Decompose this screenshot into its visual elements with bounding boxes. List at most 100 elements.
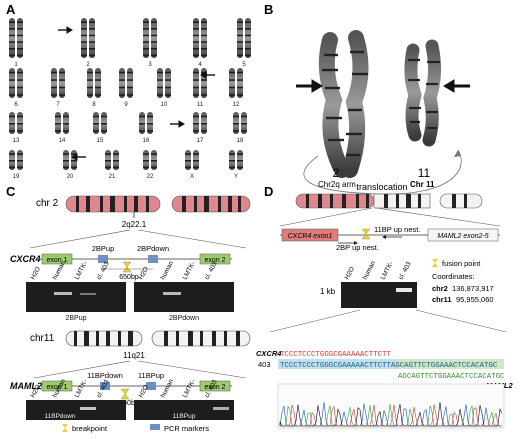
panel-label-b: B bbox=[264, 2, 273, 17]
karyotype-number: 1 bbox=[14, 62, 18, 68]
karyotype-pair-17: 17 bbox=[193, 112, 207, 144]
seq-403: TCCCTCCCTGGGCGAAAAACTTCTTAGCAGTTCTGGAAAC… bbox=[280, 362, 498, 370]
gel-2bpdown-caption: 2BPdown bbox=[169, 315, 199, 322]
maml2-exon-box bbox=[427, 228, 499, 242]
gel-lane-label: human bbox=[160, 378, 176, 399]
gel-lane-label: cl. 403 bbox=[96, 260, 111, 281]
gel-fusion-body bbox=[341, 282, 417, 308]
karyotype-pair-Y: Y bbox=[229, 150, 243, 180]
chr11-fusion-label: Chr 11 bbox=[410, 180, 435, 189]
coord-chr11-label: chr11 bbox=[432, 295, 452, 304]
gel-11bpdown-caption: 11BPdown bbox=[45, 413, 76, 420]
karyotype-number: 18 bbox=[237, 138, 244, 144]
gel-lane-label: cl. 403 bbox=[398, 260, 413, 281]
breakpoint-icon bbox=[122, 261, 132, 273]
gel-2bpup bbox=[26, 282, 126, 312]
gel-lane-label: LMTK- bbox=[380, 260, 395, 281]
gel-11bpup-caption: 11BPup bbox=[173, 413, 196, 420]
karyotype-pair-8: 8 bbox=[87, 68, 101, 108]
karyotype-number: 16 bbox=[143, 138, 150, 144]
marker-1kb: 1 kb bbox=[320, 287, 336, 296]
karyotype-pair-14: 14 bbox=[55, 112, 69, 144]
chr11-ideogram bbox=[65, 330, 251, 347]
chr11-label: chr11 bbox=[30, 333, 55, 344]
chr2q-arm-label: Chr2q arm bbox=[318, 180, 356, 189]
chr2-ideogram bbox=[65, 195, 251, 213]
karyotype-pair-1: 1 bbox=[9, 18, 23, 68]
fusion-chromosome bbox=[295, 193, 483, 209]
gel-lane-label: H2O bbox=[138, 266, 150, 281]
karyotype-number: 7 bbox=[56, 102, 60, 108]
karyotype-pair-18: 18 bbox=[233, 112, 247, 144]
karyotype-number: X bbox=[190, 174, 194, 180]
maml2-exon1 bbox=[41, 380, 73, 392]
amplicon-560bp: 560bp bbox=[119, 400, 139, 407]
karyotype-pair-5: 5 bbox=[237, 18, 251, 68]
chromosome-2-right bbox=[342, 30, 369, 178]
seq-label-cxcr4: CXCR4 bbox=[256, 349, 282, 358]
karyotype-number: Y bbox=[234, 174, 238, 180]
primer-2bpup-label: 2BPup bbox=[92, 244, 115, 253]
karyotype-pair-2: 2 bbox=[81, 18, 95, 68]
chromatogram-frame bbox=[277, 383, 505, 429]
pcr-marker-11bpup bbox=[146, 382, 156, 390]
seq-cxcr4: TCCCTCCCTGGGCGAAAAACTTCTT bbox=[280, 351, 391, 359]
primer-11bpdown-label: 11BPdown bbox=[87, 371, 123, 380]
primer-2bpdown-label: 2BPdown bbox=[137, 244, 169, 253]
karyotype-number: 4 bbox=[198, 62, 202, 68]
karyotype-number: 12 bbox=[233, 102, 240, 108]
maml2-exon2 bbox=[199, 380, 231, 392]
panel-label-d: D bbox=[264, 184, 273, 199]
coordinates-box: fusion point Coordinates: chr2 136,873,9… bbox=[432, 259, 494, 304]
seq-403-highlight bbox=[278, 359, 504, 369]
legend: breakpoint PCR markers bbox=[62, 424, 209, 433]
karyotype-pair-19: 19 bbox=[9, 150, 23, 180]
coord-chr11-value: 95,955,060 bbox=[456, 295, 494, 304]
translocation-panel: 2 11 translocation bbox=[296, 30, 470, 195]
chromatogram bbox=[279, 402, 503, 427]
seq-maml2: AGCAGTTCTGGAAACTCCACATGC bbox=[398, 373, 505, 381]
gel-11bpup bbox=[134, 400, 234, 420]
gene-cxcr4-label: CXCR4 bbox=[10, 254, 41, 264]
pcr-marker-2bpdown bbox=[148, 255, 158, 263]
karyotype-number: 9 bbox=[124, 102, 128, 108]
panel-label-a: A bbox=[6, 2, 16, 17]
karyotype-number: 3 bbox=[148, 62, 152, 68]
pcr-marker-2bpup bbox=[98, 255, 108, 263]
exon2-label: exon 2 bbox=[204, 257, 225, 264]
karyotype-number: 19 bbox=[13, 174, 20, 180]
maml2-exon2-label: exon 2 bbox=[204, 384, 225, 391]
gel-lane-label: human bbox=[160, 260, 176, 281]
seq-label-403: 403 bbox=[258, 360, 271, 369]
primer-11bp-nest: 11BP up nest. bbox=[374, 225, 420, 234]
karyotype-pair-4: 4 bbox=[193, 18, 207, 68]
gel-lane-label: LMTK- bbox=[74, 260, 89, 281]
legend-pcr-markers: PCR markers bbox=[164, 424, 209, 433]
karyotype-number: 11 bbox=[197, 102, 204, 108]
karyotype-arrows bbox=[58, 26, 215, 161]
gel-lane-label: LMTK- bbox=[182, 260, 197, 281]
karyotype-number: 6 bbox=[14, 102, 18, 108]
primer-2bp-nest: 2BP up nest. bbox=[336, 243, 379, 252]
primer-11bpup-label: 11BPup bbox=[138, 371, 164, 380]
karyotype-number: 5 bbox=[242, 62, 246, 68]
karyotype-pair-6: 6 bbox=[9, 68, 23, 108]
karyotype-number: 8 bbox=[92, 102, 96, 108]
cxcr4-exon2 bbox=[199, 253, 231, 265]
panel-d: Chr2q arm Chr 11 CXCR4 exon1 MAML2 exon2… bbox=[256, 180, 513, 429]
karyotype-pair-3: 3 bbox=[143, 18, 157, 68]
band-2q22: 2q22.1 bbox=[122, 220, 147, 229]
karyotype-pair-9: 9 bbox=[119, 68, 133, 108]
karyotype-number: 14 bbox=[59, 138, 66, 144]
karyotype-number: 2 bbox=[86, 62, 90, 68]
karyotype-pair-12: 12 bbox=[229, 68, 243, 108]
gene-maml2-label: MAML2 bbox=[10, 381, 42, 391]
maml2-exon-text: MAML2 exon2-5 bbox=[437, 233, 488, 240]
gel-2bpup-caption: 2BPup bbox=[65, 315, 86, 322]
panel-c: chr 2 2q22.1 CXCR4 exon 1 exon 2 bbox=[10, 195, 251, 433]
